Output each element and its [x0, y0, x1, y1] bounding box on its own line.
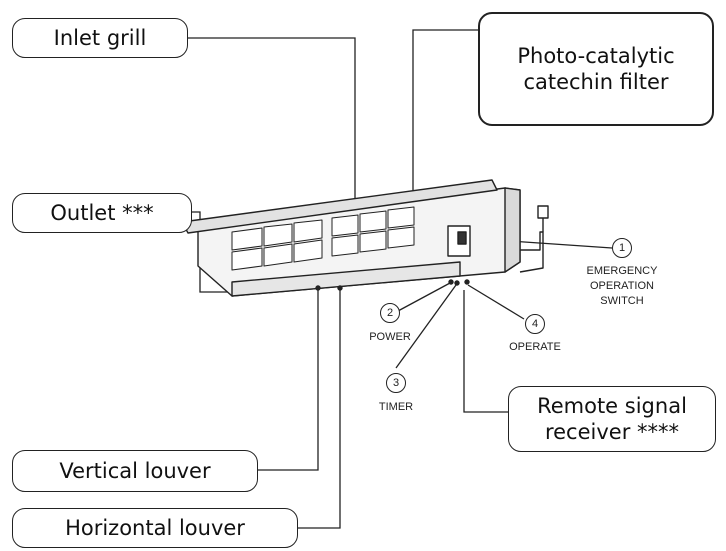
callout-photo-catalytic-filter: Photo-catalytic catechin filter: [478, 12, 714, 126]
emergency-operation-switch-label: EMERGENCY OPERATION SWITCH: [586, 265, 658, 307]
unit-bottom-strip: [231, 261, 461, 297]
timer-label: TIMER: [378, 401, 414, 413]
air-conditioner-unit: [181, 179, 549, 297]
callout-inlet-grill: Inlet grill: [12, 18, 188, 58]
callout-outlet: Outlet ***: [12, 193, 192, 233]
leader-timer: [395, 284, 457, 369]
power-lamp: [448, 279, 454, 285]
callout-remote-signal-receiver-box: Remote signal receiver ****: [508, 386, 716, 452]
unit-side-panel: [504, 187, 521, 273]
operate-label: OPERATE: [509, 341, 561, 353]
emergency-switch: [457, 231, 467, 245]
leader-inlet-grill: [188, 37, 356, 200]
operate-lamp: [464, 279, 470, 285]
filter-grid: [231, 206, 415, 271]
leader-horizontal-louver: [298, 290, 341, 529]
drain-pipe: [519, 231, 544, 273]
leader-filter: [412, 29, 478, 215]
timer-lamp: [454, 280, 460, 286]
callout-horizontal-louver: Horizontal louver: [12, 508, 298, 548]
callout-vertical-louver: Vertical louver: [12, 450, 258, 492]
indicator-2-circle: 2: [380, 303, 400, 323]
horizontal-louver-marker: [337, 285, 343, 291]
leader-operate: [467, 284, 525, 320]
power-label: POWER: [369, 331, 411, 343]
leader-power: [397, 282, 451, 312]
power-plug: [537, 205, 549, 219]
leader-vertical-louver: [258, 289, 319, 471]
indicator-4-circle: 4: [525, 314, 545, 334]
indicator-3-circle: 3: [386, 373, 406, 393]
vertical-louver-marker: [315, 285, 321, 291]
indicator-1-circle: 1: [612, 238, 632, 258]
